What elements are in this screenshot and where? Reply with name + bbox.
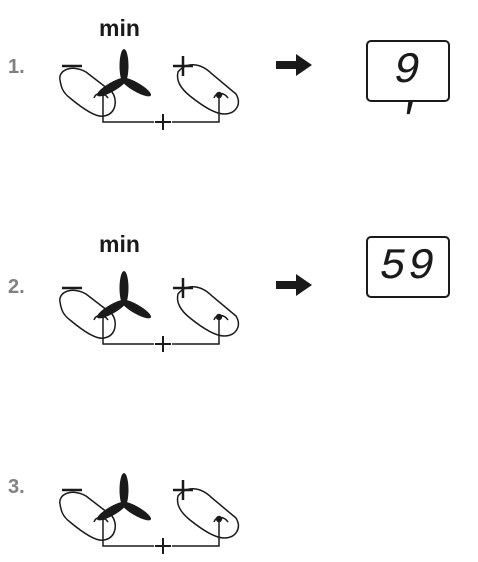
step-number: 1. bbox=[8, 56, 25, 78]
combination-plus-icon bbox=[155, 538, 171, 554]
two-key-combination-bracket bbox=[99, 513, 223, 554]
two-key-combination-bracket bbox=[99, 311, 223, 352]
step-number: 3. bbox=[8, 476, 25, 498]
step-3: 3. bbox=[0, 424, 478, 554]
min-label: min bbox=[99, 231, 140, 257]
pressing-finger-icon bbox=[176, 64, 240, 115]
control-diagram bbox=[59, 473, 240, 554]
plus-sign-icon bbox=[173, 278, 193, 298]
right-arrow-icon bbox=[276, 54, 312, 76]
step-1: 1. min 9 ' bbox=[0, 0, 478, 146]
display-value: 9 ' bbox=[393, 46, 423, 146]
two-key-combination-bracket bbox=[99, 89, 223, 130]
combination-plus-icon bbox=[155, 114, 171, 130]
step-2: 2. min 59 bbox=[0, 222, 478, 352]
plus-sign-icon bbox=[173, 56, 193, 76]
lcd-display: 9 ' bbox=[366, 40, 450, 146]
control-diagram bbox=[59, 49, 240, 130]
pressing-finger-icon bbox=[176, 286, 240, 337]
min-label: min bbox=[99, 15, 140, 41]
step-number: 2. bbox=[8, 276, 25, 298]
control-diagram bbox=[59, 271, 240, 352]
combination-plus-icon bbox=[155, 336, 171, 352]
lcd-display: 59 bbox=[366, 236, 450, 298]
pressing-finger-icon bbox=[176, 488, 240, 539]
right-arrow-icon bbox=[276, 274, 312, 296]
plus-sign-icon bbox=[173, 480, 193, 500]
display-value: 59 bbox=[379, 242, 437, 292]
